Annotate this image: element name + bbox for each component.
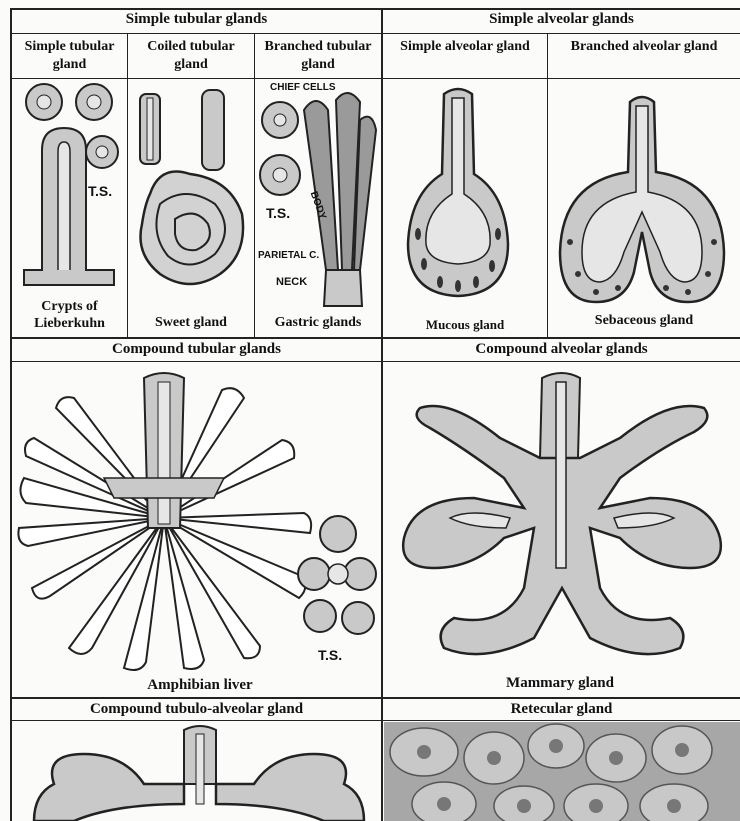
caption-gastric-glands: Gastric glands: [257, 315, 379, 331]
heading-branched-tubular: Branched tubular gland: [257, 38, 379, 74]
caption-crypts: Crypts of Lieberkuhn: [14, 298, 125, 332]
label-ts-liver: T.S.: [318, 647, 342, 663]
caption-amphibian-liver: Amphibian liver: [110, 677, 290, 694]
label-chief-cells: CHIEF CELLS: [270, 82, 336, 93]
label-ts-simple-tubular: T.S.: [88, 183, 112, 199]
section-title-compound-tubular: Compound tubular glands: [12, 341, 381, 358]
caption-mucous-gland: Mucous gland: [386, 317, 544, 333]
amphibian-liver-ts-illustration: [296, 512, 380, 642]
divider-row3-header: [10, 720, 740, 721]
section-title-compound-alveolar: Compound alveolar glands: [383, 341, 740, 358]
heading-branched-alveolar: Branched alveolar gland: [550, 38, 738, 56]
divider-row1-bottom: [10, 337, 740, 339]
heading-simple-alveolar: Simple alveolar gland: [386, 38, 544, 56]
section-title-compound-tubulo-alveolar: Compound tubulo-alveolar gland: [12, 701, 381, 718]
frame-left: [10, 8, 12, 821]
divider-header-top: [10, 33, 740, 34]
branched-alveolar-illustration: [552, 92, 732, 312]
coiled-tubular-illustration: [130, 84, 252, 304]
caption-sweet-gland: Sweet gland: [130, 315, 252, 331]
divider-subhead: [10, 78, 740, 79]
section-title-simple-tubular: Simple tubular glands: [12, 11, 381, 28]
divider-row2-bottom: [10, 697, 740, 699]
retecular-gland-photo: [384, 722, 740, 821]
divider-row2-header: [10, 361, 740, 362]
frame-top: [10, 8, 740, 10]
heading-coiled-tubular: Coiled tubular gland: [130, 38, 252, 74]
section-title-simple-alveolar: Simple alveolar glands: [383, 11, 740, 28]
caption-sebaceous-gland: Sebaceous gland: [550, 313, 738, 329]
section-title-retecular: Retecular gland: [383, 701, 740, 718]
label-ts-gastric: T.S.: [266, 205, 290, 221]
mammary-gland-illustration: [390, 368, 734, 668]
caption-mammary-gland: Mammary gland: [460, 675, 660, 692]
simple-alveolar-illustration: [396, 84, 536, 314]
label-parietal: PARIETAL C.: [258, 250, 319, 261]
heading-simple-tubular: Simple tubular gland: [14, 38, 125, 74]
divider-middle: [381, 8, 383, 821]
compound-tubulo-alveolar-illustration: [14, 724, 380, 821]
amphibian-liver-illustration: [14, 368, 314, 678]
label-neck: NECK: [276, 276, 307, 288]
